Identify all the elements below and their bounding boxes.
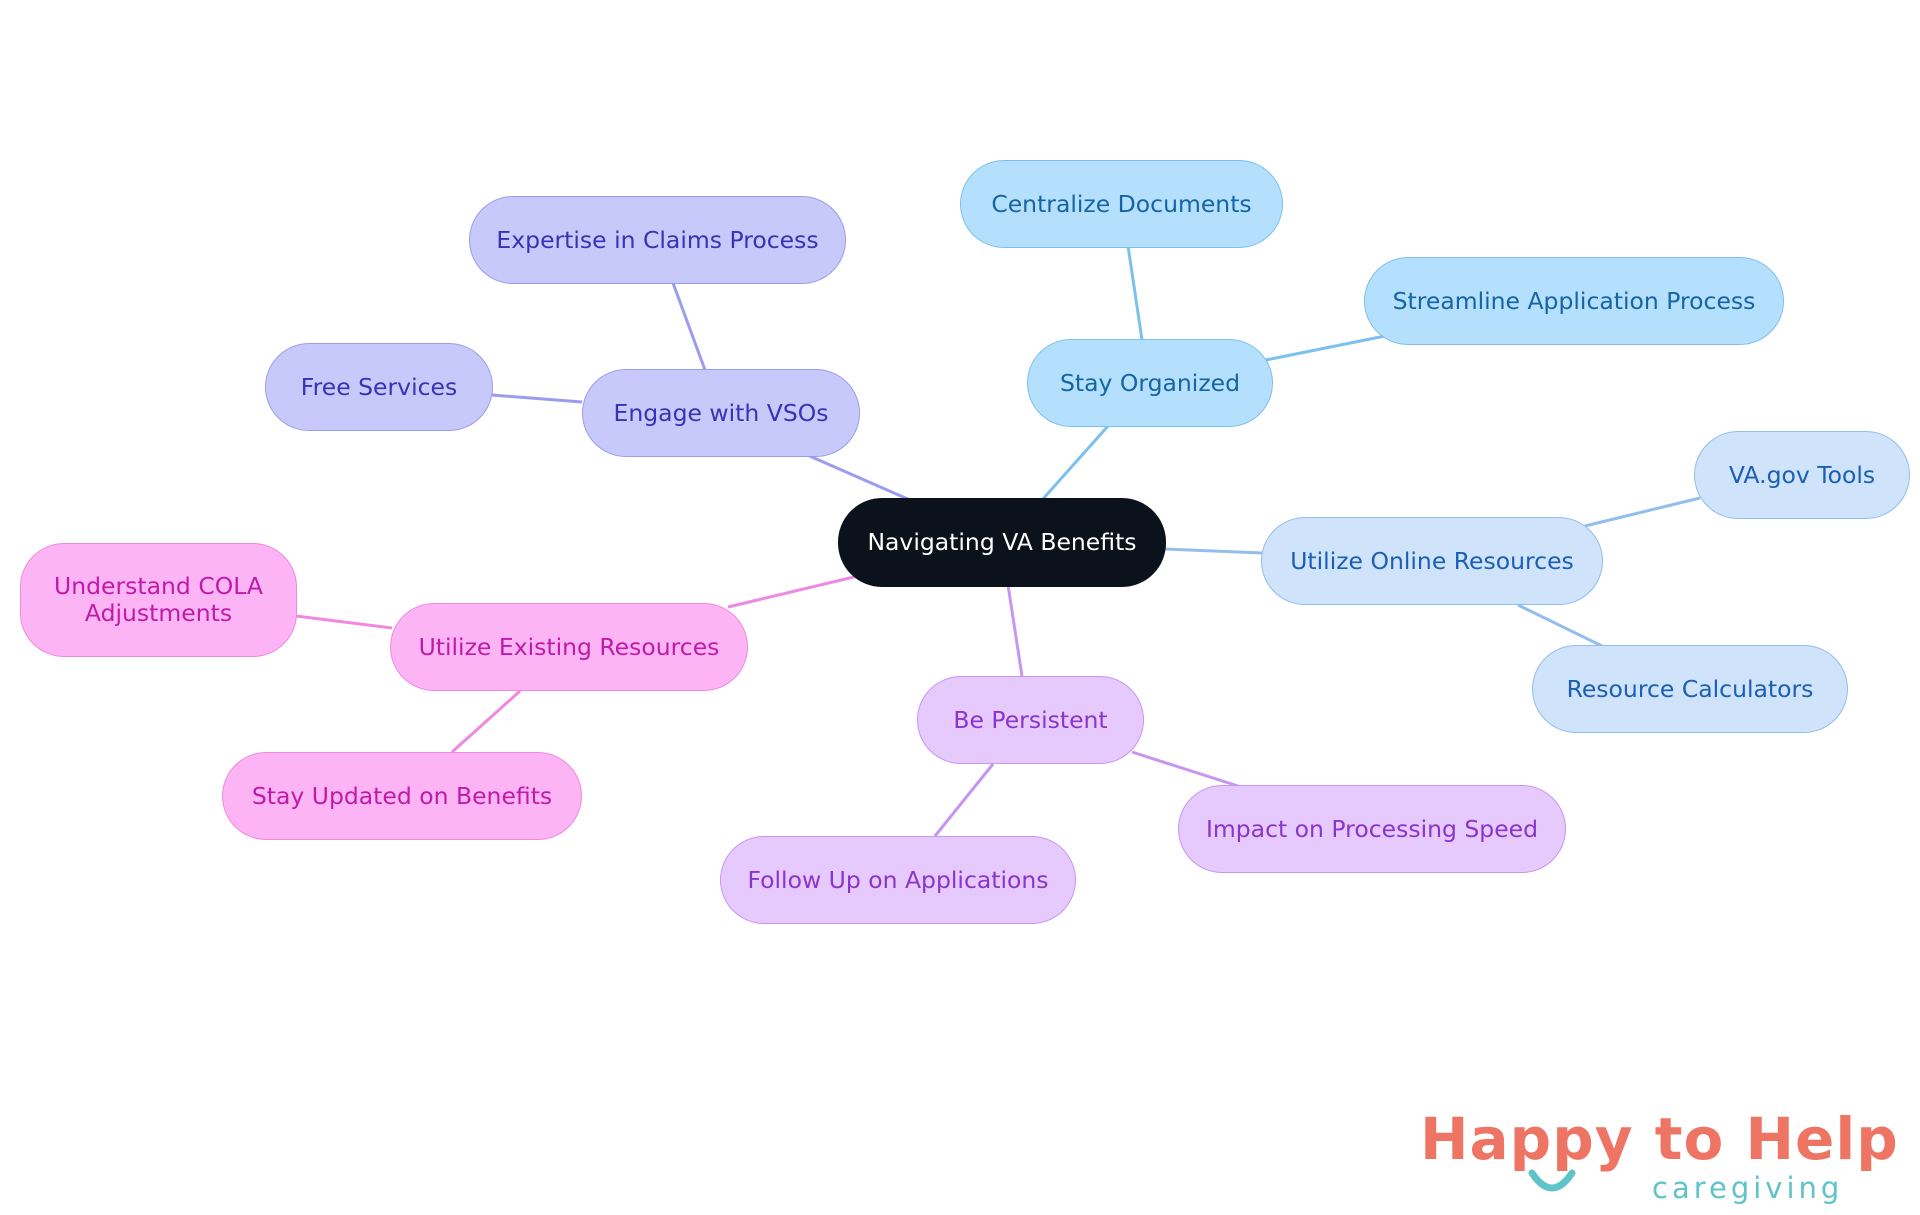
branch-node-stay-organized[interactable]: Stay Organized <box>1027 339 1273 427</box>
edge-org-streamline <box>1265 334 1386 362</box>
edges-layer <box>295 245 1701 837</box>
edge-org-centralize <box>1126 245 1144 341</box>
leaf-node-processing-speed[interactable]: Impact on Processing Speed <box>1178 785 1566 873</box>
edge-root-online <box>1164 547 1263 555</box>
edge-root-org <box>1040 425 1110 501</box>
root-node[interactable]: Navigating VA Benefits <box>838 498 1166 587</box>
leaf-node-label: Impact on Processing Speed <box>1205 814 1539 843</box>
leaf-node-label: Resource Calculators <box>1566 674 1814 703</box>
branch-node-be-persistent[interactable]: Be Persistent <box>917 676 1144 764</box>
leaf-node-resource-calculators[interactable]: Resource Calculators <box>1532 645 1848 733</box>
branch-node-label: Engage with VSOs <box>613 398 829 427</box>
branch-node-engage-vsos[interactable]: Engage with VSOs <box>582 369 860 457</box>
branch-node-label: Stay Organized <box>1059 368 1241 397</box>
root-node-label: Navigating VA Benefits <box>867 528 1137 556</box>
branch-node-label: Utilize Online Resources <box>1290 546 1574 575</box>
leaf-node-expertise-claims[interactable]: Expertise in Claims Process <box>469 196 846 284</box>
leaf-node-label: Understand COLA Adjustments <box>54 572 263 627</box>
brand-title: Happy to Help <box>1420 1105 1899 1173</box>
leaf-node-label: Free Services <box>300 372 458 401</box>
leaf-node-label: Streamline Application Process <box>1392 286 1756 315</box>
leaf-node-vagov-tools[interactable]: VA.gov Tools <box>1694 431 1910 519</box>
branch-node-label: Utilize Existing Resources <box>418 632 720 661</box>
leaf-node-label: Stay Updated on Benefits <box>251 781 553 810</box>
leaf-node-follow-up[interactable]: Follow Up on Applications <box>720 836 1076 924</box>
edge-exist-cola <box>295 614 393 630</box>
branch-node-online-resources[interactable]: Utilize Online Resources <box>1261 517 1603 605</box>
edge-exist-updated <box>450 689 522 754</box>
leaf-node-streamline-application[interactable]: Streamline Application Process <box>1364 257 1784 345</box>
edge-root-exist <box>727 574 859 609</box>
leaf-node-cola-adjustments[interactable]: Understand COLA Adjustments <box>20 543 297 657</box>
leaf-node-free-services[interactable]: Free Services <box>265 343 493 431</box>
edge-vso-free <box>491 393 583 404</box>
leaf-node-label: Expertise in Claims Process <box>496 225 819 254</box>
branch-node-label: Be Persistent <box>953 705 1108 734</box>
leaf-node-label: VA.gov Tools <box>1728 460 1876 489</box>
edge-root-vso <box>804 452 911 502</box>
leaf-node-centralize-documents[interactable]: Centralize Documents <box>960 160 1283 248</box>
edge-root-persist <box>1006 584 1024 677</box>
brand-logo: Happy to Help caregiving <box>1420 1105 1898 1215</box>
leaf-node-label: Follow Up on Applications <box>747 865 1049 894</box>
leaf-node-stay-updated[interactable]: Stay Updated on Benefits <box>222 752 582 840</box>
branch-node-existing-resources[interactable]: Utilize Existing Resources <box>390 603 748 691</box>
edge-persist-followup <box>933 763 995 837</box>
leaf-node-label: Centralize Documents <box>991 189 1252 218</box>
edge-online-vagov <box>1584 496 1701 528</box>
edge-vso-expertise <box>671 282 707 371</box>
edge-persist-impact <box>1131 750 1239 788</box>
brand-subtitle: caregiving <box>1652 1171 1844 1205</box>
edge-online-calc <box>1517 603 1603 648</box>
smile-icon <box>1528 1169 1576 1192</box>
